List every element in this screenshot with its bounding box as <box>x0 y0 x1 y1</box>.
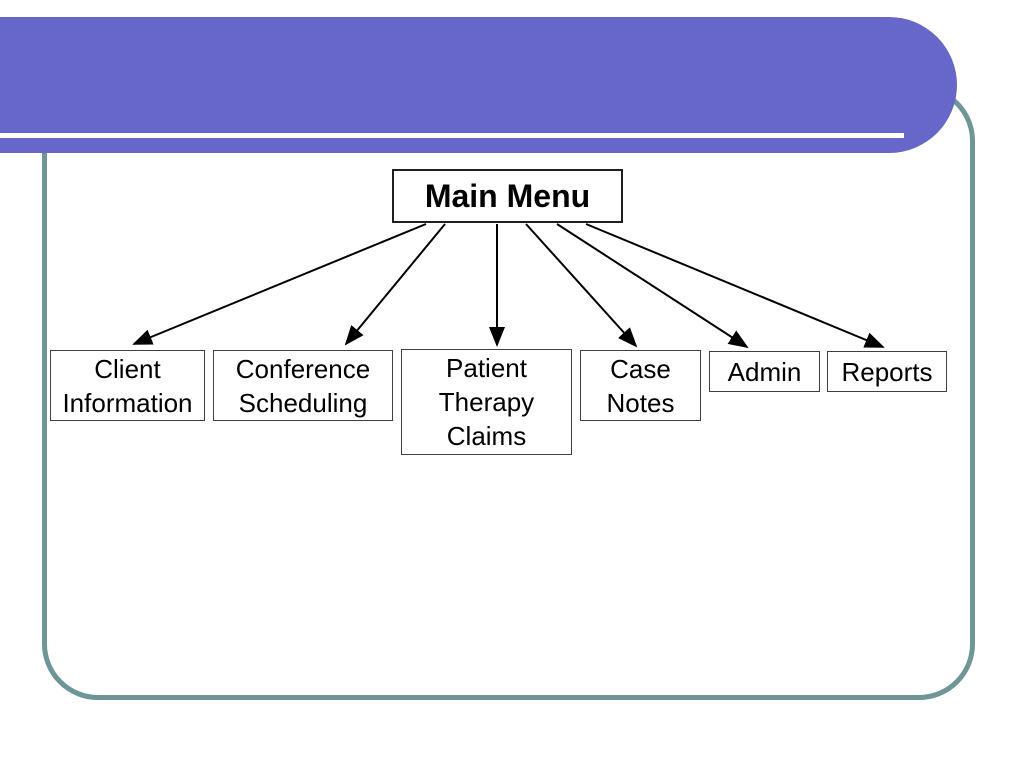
node-reports-label: Reports <box>841 356 933 387</box>
arrow-main-to-case-notes <box>525 223 638 348</box>
header-band <box>0 17 957 153</box>
node-admin: Admin <box>709 351 820 392</box>
arrow-main-to-conference-scheduling <box>344 223 446 346</box>
node-conference-scheduling: Conference Scheduling <box>213 350 393 421</box>
node-patient-therapy-claims: Patient Therapy Claims <box>401 349 572 455</box>
node-case-notes-label: Case Notes <box>606 353 675 418</box>
node-main-menu: Main Menu <box>392 169 623 223</box>
arrow-main-to-client-information <box>132 223 427 345</box>
node-reports: Reports <box>827 351 947 392</box>
header-underline <box>0 133 904 138</box>
node-admin-label: Admin <box>727 356 802 387</box>
node-main-menu-label: Main Menu <box>424 178 591 214</box>
node-client-information: Client Information <box>50 350 205 421</box>
node-case-notes: Case Notes <box>580 350 701 421</box>
arrow-main-to-reports <box>585 223 885 348</box>
arrow-main-to-admin <box>556 223 749 349</box>
node-patient-therapy-claims-label: Patient Therapy Claims <box>438 353 535 451</box>
node-conference-scheduling-label: Conference Scheduling <box>235 353 371 418</box>
node-client-information-label: Client Information <box>62 353 193 418</box>
